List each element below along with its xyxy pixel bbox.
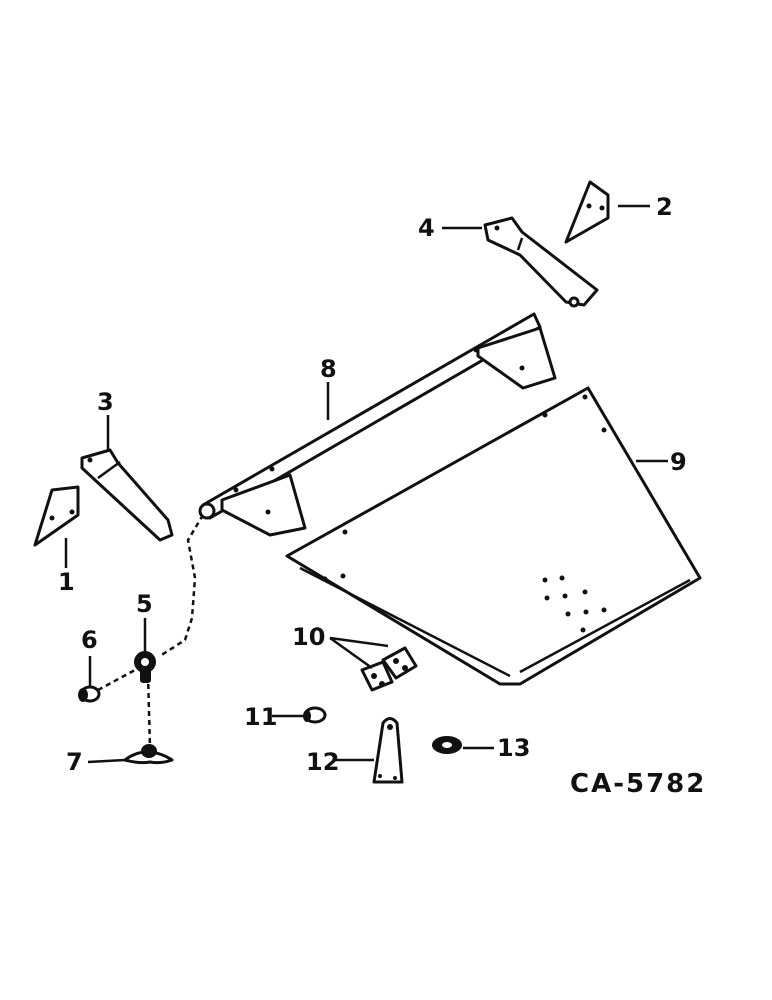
part-4-support-arm bbox=[483, 216, 599, 308]
part-12-bracket bbox=[372, 717, 404, 784]
part-2-gusset bbox=[564, 180, 610, 244]
callout-12: 12 bbox=[306, 748, 339, 776]
assembly-line-rod bbox=[159, 514, 205, 658]
drawing-code: CA-5782 bbox=[570, 769, 706, 799]
callout-8: 8 bbox=[320, 355, 337, 383]
callout-10: 10 bbox=[292, 623, 325, 651]
part-10-clips bbox=[360, 646, 418, 692]
part-8-rod-assembly bbox=[198, 312, 557, 537]
callout-1: 1 bbox=[58, 568, 75, 596]
assembly-line-5-7 bbox=[146, 674, 152, 749]
part-6-bushing bbox=[78, 685, 101, 703]
callout-2: 2 bbox=[656, 193, 673, 221]
part-9-panel bbox=[285, 386, 702, 686]
leader-lines bbox=[64, 204, 668, 764]
callout-13: 13 bbox=[497, 734, 530, 762]
callout-3: 3 bbox=[97, 388, 114, 416]
callout-7: 7 bbox=[66, 748, 83, 776]
part-7-wing-nut bbox=[123, 744, 174, 765]
callout-5: 5 bbox=[136, 590, 153, 618]
callout-11: 11 bbox=[244, 703, 277, 731]
part-3-support-arm bbox=[80, 448, 174, 542]
callout-6: 6 bbox=[81, 626, 98, 654]
callout-9: 9 bbox=[670, 448, 687, 476]
part-11-bolt bbox=[303, 706, 327, 724]
part-1-gusset bbox=[33, 485, 80, 547]
part-13-nut bbox=[432, 736, 462, 754]
part-5-eye-bolt bbox=[134, 651, 156, 683]
assembly-line-6-5 bbox=[97, 668, 136, 692]
callout-4: 4 bbox=[418, 214, 435, 242]
